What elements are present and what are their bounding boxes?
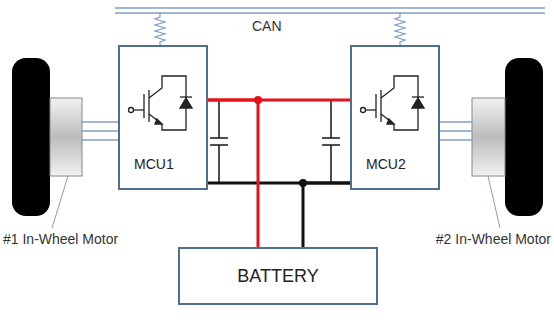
box-label: MCU2 (366, 156, 406, 172)
part-name: #1 In-Wheel Motor (3, 231, 118, 247)
capacitor-symbol (210, 100, 340, 183)
igbt-symbol (129, 76, 425, 130)
power-line (303, 183, 350, 247)
part-name: #2 In-Wheel Motor (436, 231, 551, 247)
power-line (208, 100, 258, 247)
power-line (208, 100, 258, 247)
junction-dot (299, 179, 307, 187)
controller-box: MCU2 (350, 45, 440, 190)
box-label: BATTERY (237, 266, 318, 287)
can-spring (155, 13, 405, 46)
bus-name: CAN (252, 18, 282, 34)
can-bus (115, 8, 545, 13)
power-line (208, 100, 350, 183)
wheel (12, 58, 543, 216)
box-label: MCU1 (134, 156, 174, 172)
controller-box: MCU1 (118, 45, 208, 190)
power-line (303, 183, 350, 247)
junction-dot (254, 96, 262, 104)
phase-wires (82, 122, 472, 140)
battery-box: BATTERY (178, 247, 378, 305)
